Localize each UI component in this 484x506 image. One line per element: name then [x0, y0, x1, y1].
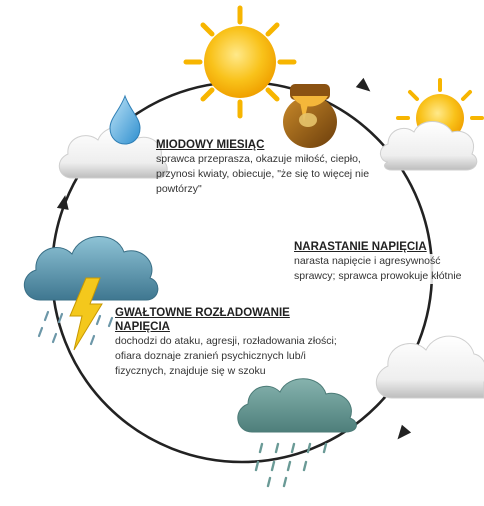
stage-explosion: GWAŁTOWNE ROZŁADOWANIE NAPIĘCIA dochodzi… — [115, 306, 340, 379]
arrow-bottom-right — [397, 424, 412, 440]
sun-icon — [183, 5, 297, 119]
stage-honeymoon-description: sprawca przeprasza, okazuje miłość, ciep… — [156, 153, 370, 195]
stage-honeymoon: MIODOWY MIESIĄC sprawca przeprasza, okaz… — [156, 138, 371, 197]
stage-tension-description: narasta napięcie i agresywność sprawcy; … — [294, 254, 484, 284]
stage-honeymoon-title: MIODOWY MIESIĄC — [156, 139, 265, 151]
cloud-icon — [376, 335, 484, 399]
stage-tension-title: NARASTANIE NAPIĘCIA — [294, 241, 427, 253]
sun-behind-cloud-icon — [380, 78, 484, 171]
honey-pot-icon — [283, 84, 337, 148]
stage-explosion-description: dochodzi do ataku, agresji, rozładowania… — [115, 335, 337, 377]
stage-tension: NARASTANIE NAPIĘCIA narasta napięcie i a… — [294, 240, 484, 284]
arrow-left — [56, 195, 69, 210]
lightning-bolt-icon — [69, 277, 103, 351]
rain-drop-icon — [109, 94, 141, 145]
rain-cloud-icon — [237, 378, 357, 488]
storm-cloud-icon — [24, 236, 159, 346]
arrow-top-right — [355, 77, 371, 92]
stage-explosion-title: GWAŁTOWNE ROZŁADOWANIE NAPIĘCIA — [115, 307, 290, 333]
